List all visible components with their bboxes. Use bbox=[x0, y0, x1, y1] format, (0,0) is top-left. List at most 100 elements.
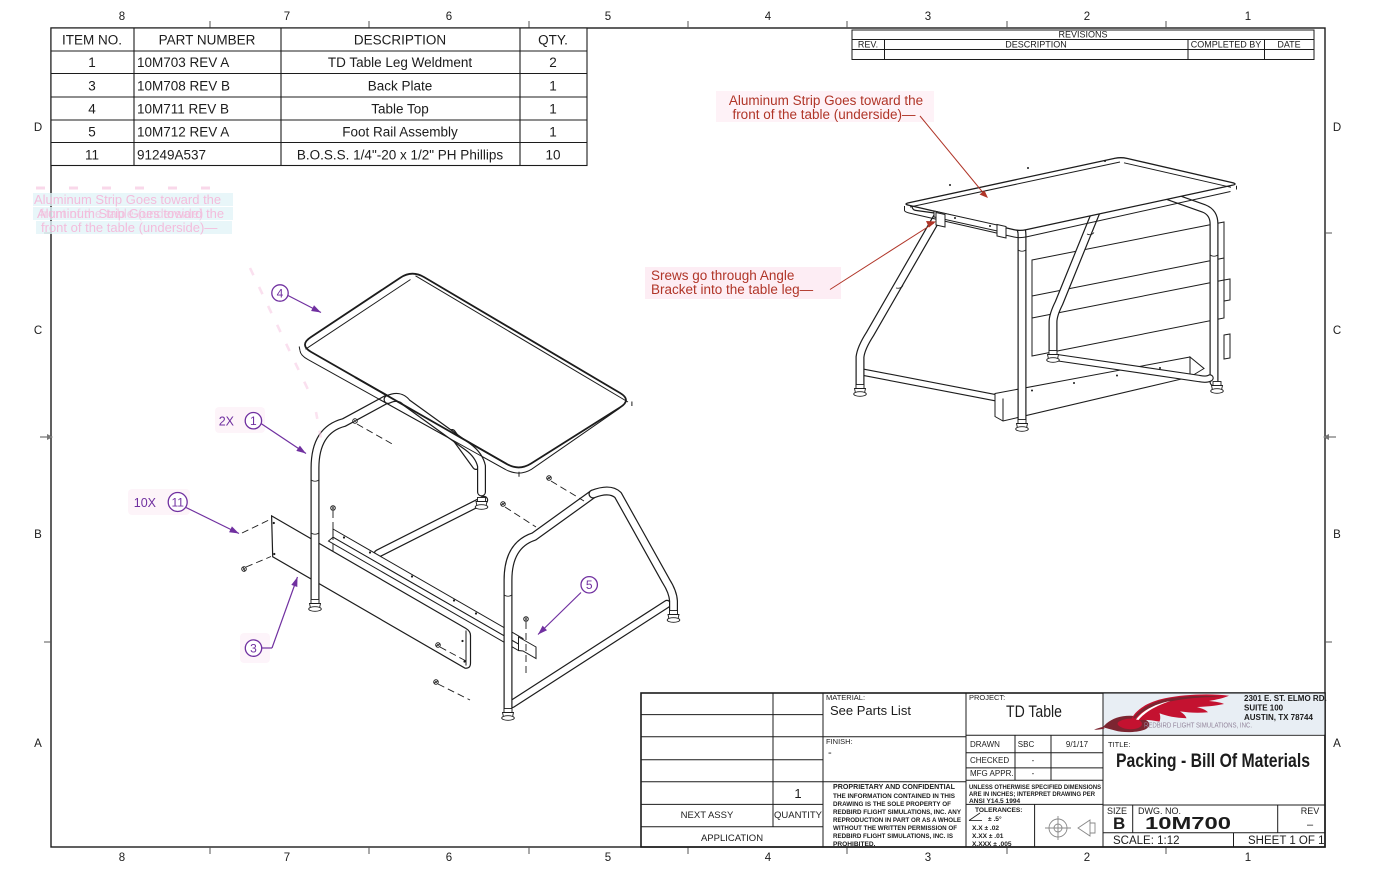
svg-text:Srews go through Angle: Srews go through Angle bbox=[651, 268, 794, 283]
svg-text:ANSI Y14.5 1994: ANSI Y14.5 1994 bbox=[969, 798, 1021, 805]
svg-text:7: 7 bbox=[284, 852, 290, 864]
svg-text:1: 1 bbox=[1245, 11, 1251, 23]
svg-text:NEXT ASSY: NEXT ASSY bbox=[681, 810, 734, 821]
svg-text:11: 11 bbox=[171, 495, 184, 509]
svg-text:TITLE:: TITLE: bbox=[1108, 740, 1131, 749]
svg-text:7: 7 bbox=[284, 11, 290, 23]
svg-text:3: 3 bbox=[250, 641, 257, 655]
svg-text:9/1/17: 9/1/17 bbox=[1066, 740, 1089, 749]
svg-text:5: 5 bbox=[88, 125, 96, 140]
svg-text:front of the table (underside): front of the table (underside) bbox=[40, 206, 203, 221]
svg-text:REV.: REV. bbox=[858, 40, 878, 50]
svg-text:SCALE: 1:12: SCALE: 1:12 bbox=[1113, 835, 1179, 847]
svg-text:10M708 REV B: 10M708 REV B bbox=[137, 79, 230, 94]
svg-text:REDBIRD FLIGHT SIMULATIONS, IN: REDBIRD FLIGHT SIMULATIONS, INC. IS bbox=[833, 833, 954, 840]
svg-text:6: 6 bbox=[446, 11, 452, 23]
svg-text:MFG APPR.: MFG APPR. bbox=[970, 769, 1014, 778]
svg-text:10M712 REV A: 10M712 REV A bbox=[137, 125, 229, 140]
svg-text:UNLESS OTHERWISE SPECIFIED DIM: UNLESS OTHERWISE SPECIFIED DIMENSIONS bbox=[969, 784, 1102, 791]
svg-text:1: 1 bbox=[549, 79, 557, 94]
svg-text:TD Table Leg Weldment: TD Table Leg Weldment bbox=[328, 55, 473, 70]
svg-text:Packing - Bill Of Materials: Packing - Bill Of Materials bbox=[1116, 750, 1310, 772]
svg-text:DRAWING IS THE SOLE PROPERTY O: DRAWING IS THE SOLE PROPERTY OF bbox=[833, 801, 951, 808]
svg-text:2X: 2X bbox=[219, 415, 235, 429]
svg-text:-: - bbox=[1032, 756, 1035, 765]
svg-text:ITEM NO.: ITEM NO. bbox=[62, 33, 122, 48]
svg-text:A: A bbox=[34, 738, 42, 750]
svg-text:C: C bbox=[34, 325, 42, 337]
svg-text:91249A537: 91249A537 bbox=[137, 148, 206, 163]
svg-text:11: 11 bbox=[85, 148, 99, 163]
svg-text:X.X ± .02: X.X ± .02 bbox=[972, 825, 999, 832]
svg-text:A: A bbox=[1333, 738, 1341, 750]
svg-text:1: 1 bbox=[1245, 852, 1251, 864]
svg-text:3: 3 bbox=[925, 852, 931, 864]
svg-text:3: 3 bbox=[925, 11, 931, 23]
svg-text:10M703 REV A: 10M703 REV A bbox=[137, 55, 229, 70]
svg-text:-: - bbox=[1032, 769, 1035, 778]
svg-text:REVISIONS: REVISIONS bbox=[1058, 30, 1107, 40]
svg-text:Foot Rail Assembly: Foot Rail Assembly bbox=[342, 125, 458, 140]
svg-text:Aluminum Strip Goes toward the: Aluminum Strip Goes toward the bbox=[729, 93, 923, 108]
svg-text:SIZE: SIZE bbox=[1107, 806, 1127, 816]
svg-text:B.O.S.S. 1/4"-20 x 1/2" PH Phi: B.O.S.S. 1/4"-20 x 1/2" PH Phillips bbox=[297, 148, 503, 163]
svg-text:6: 6 bbox=[446, 852, 452, 864]
svg-text:WITHOUT THE WRITTEN PERMISSION: WITHOUT THE WRITTEN PERMISSION OF bbox=[833, 825, 957, 832]
svg-text:SHEET 1 OF 1: SHEET 1 OF 1 bbox=[1248, 835, 1324, 847]
svg-text:REDBIRD FLIGHT SIMULATIONS, IN: REDBIRD FLIGHT SIMULATIONS, INC. bbox=[1144, 721, 1252, 730]
svg-text:1: 1 bbox=[88, 55, 96, 70]
svg-text:front of the table (underside): front of the table (underside)— bbox=[732, 107, 916, 122]
svg-text:Table Top: Table Top bbox=[371, 102, 429, 117]
svg-text:2: 2 bbox=[549, 55, 557, 70]
svg-text:Back Plate: Back Plate bbox=[368, 79, 433, 94]
svg-text:TOLERANCES:: TOLERANCES: bbox=[975, 807, 1023, 814]
svg-text:front of the table (underside): front of the table (underside)— bbox=[41, 220, 217, 235]
svg-text:B: B bbox=[34, 529, 42, 541]
svg-text:FINISH:: FINISH: bbox=[826, 737, 853, 746]
svg-text:REDBIRD FLIGHT SIMULATIONS, IN: REDBIRD FLIGHT SIMULATIONS, INC. ANY bbox=[833, 809, 962, 816]
svg-text:Aluminum Strip Goes toward the: Aluminum Strip Goes toward the bbox=[34, 192, 221, 207]
svg-text:10M711 REV B: 10M711 REV B bbox=[137, 102, 229, 117]
svg-text:2301 E. ST. ELMO RD.: 2301 E. ST. ELMO RD. bbox=[1244, 694, 1327, 703]
svg-text:PROPRIETARY AND CONFIDENTIAL: PROPRIETARY AND CONFIDENTIAL bbox=[833, 782, 955, 791]
svg-text:C: C bbox=[1333, 325, 1341, 337]
svg-text:5: 5 bbox=[605, 852, 611, 864]
svg-text:QTY.: QTY. bbox=[538, 33, 568, 48]
svg-text:10: 10 bbox=[545, 148, 560, 163]
svg-text:2: 2 bbox=[1084, 11, 1090, 23]
svg-text:THE INFORMATION CONTAINED IN T: THE INFORMATION CONTAINED IN THIS bbox=[833, 793, 956, 800]
svg-text:DATE: DATE bbox=[1277, 40, 1300, 50]
svg-text:–: – bbox=[1307, 819, 1314, 831]
svg-text:4: 4 bbox=[765, 852, 772, 864]
svg-text:PROHIBITED.: PROHIBITED. bbox=[833, 841, 876, 848]
svg-text:ARE IN INCHES; INTERPRET DRAW: ARE IN INCHES; INTERPRET DRAWING PER bbox=[969, 791, 1095, 798]
svg-text:1: 1 bbox=[250, 414, 257, 428]
svg-text:DRAWN: DRAWN bbox=[970, 740, 1000, 749]
svg-text:1: 1 bbox=[549, 102, 557, 117]
svg-text:REV: REV bbox=[1301, 806, 1320, 816]
svg-text:X.XX ± .01: X.XX ± .01 bbox=[972, 833, 1004, 840]
svg-text:SUITE 100: SUITE 100 bbox=[1244, 704, 1284, 713]
svg-text:8: 8 bbox=[119, 11, 125, 23]
svg-text:APPLICATION: APPLICATION bbox=[701, 833, 763, 844]
svg-text:10X: 10X bbox=[134, 496, 157, 510]
svg-text:X.XXX ± .005: X.XXX ± .005 bbox=[972, 841, 1012, 848]
svg-text:B: B bbox=[1333, 529, 1341, 541]
svg-text:TD Table: TD Table bbox=[1006, 702, 1062, 721]
svg-text:1: 1 bbox=[794, 786, 801, 801]
svg-text:MATERIAL:: MATERIAL: bbox=[826, 693, 865, 702]
svg-text:PROJECT:: PROJECT: bbox=[969, 693, 1005, 702]
svg-text:Bracket into the table leg—: Bracket into the table leg— bbox=[651, 282, 814, 297]
svg-text:D: D bbox=[34, 122, 42, 134]
svg-text:± .5°: ± .5° bbox=[988, 815, 1002, 823]
svg-text:PART NUMBER: PART NUMBER bbox=[159, 33, 256, 48]
svg-text:1: 1 bbox=[549, 125, 557, 140]
svg-text:10M700: 10M700 bbox=[1145, 813, 1231, 833]
svg-text:2: 2 bbox=[1084, 852, 1090, 864]
svg-text:AUSTIN, TX 78744: AUSTIN, TX 78744 bbox=[1244, 713, 1313, 722]
svg-text:CHECKED: CHECKED bbox=[970, 756, 1009, 765]
svg-text:DWG. NO.: DWG. NO. bbox=[1138, 806, 1181, 816]
svg-text:5: 5 bbox=[605, 11, 611, 23]
svg-text:-: - bbox=[828, 747, 832, 759]
svg-text:3: 3 bbox=[88, 79, 96, 94]
